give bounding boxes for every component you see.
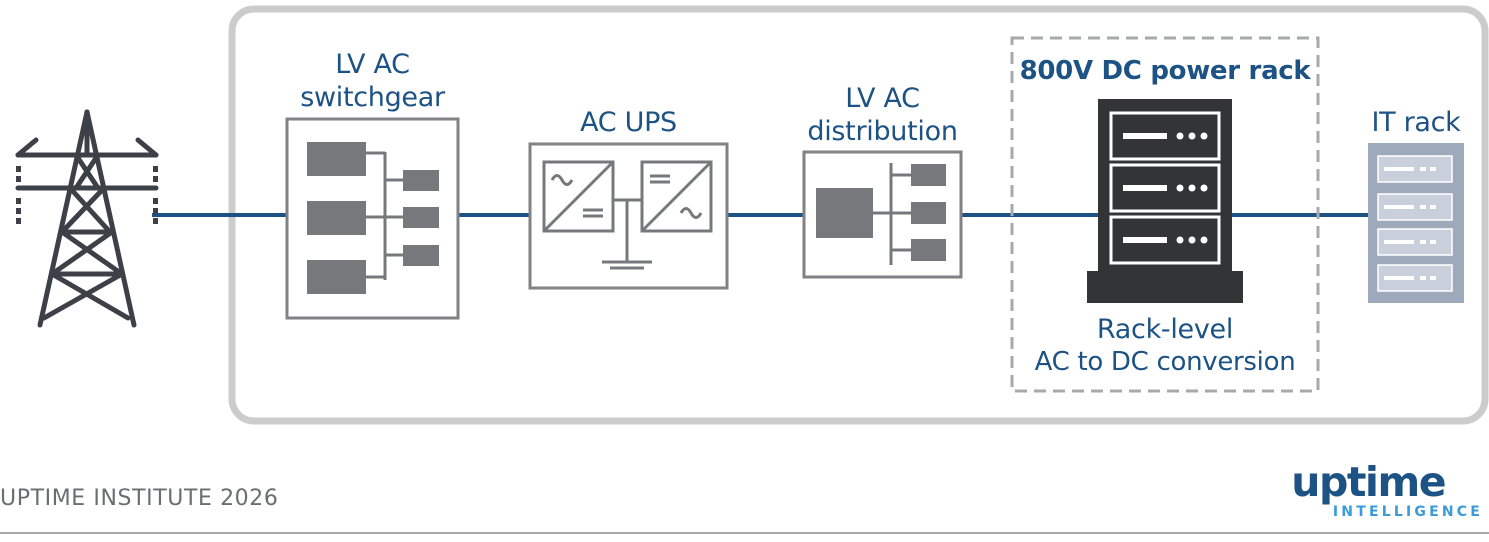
it-rack-label: IT rack (1371, 107, 1461, 138)
ups-label: AC UPS (580, 107, 677, 138)
tower-insulators-icon (16, 166, 158, 224)
switchgear-label-line1: LV AC (335, 49, 410, 80)
rack-level-conversion-label: Rack-level AC to DC conversion (1016, 313, 1314, 379)
dc-power-rack-region (1010, 36, 1320, 393)
distribution-icon (802, 150, 963, 279)
transmission-tower-icon (15, 109, 159, 328)
switchgear-label-line2: switchgear (300, 82, 445, 113)
rack-level-conversion-line1: Rack-level (1096, 314, 1234, 345)
switchgear-icon (285, 117, 460, 320)
logo-sub-text: INTELLIGENCE (1332, 504, 1483, 520)
rack-level-conversion-line2: AC to DC conversion (1034, 347, 1296, 377)
logo-main-text: uptime (1291, 458, 1446, 506)
dc-power-rack-label: 800V DC power rack (1019, 56, 1311, 86)
dc-power-rack-icon (1087, 99, 1243, 303)
uptime-logo: uptime INTELLIGENCE (1291, 458, 1483, 522)
switchgear-label: LV AC switchgear (282, 48, 463, 114)
footer-rule (0, 532, 1489, 534)
distribution-label-line1: LV AC (845, 83, 920, 114)
it-rack-icon (1368, 143, 1464, 303)
distribution-label: LV AC distribution (790, 82, 975, 148)
distribution-label-line2: distribution (807, 116, 958, 147)
ups-icon (528, 142, 729, 290)
footer-credit: UPTIME INSTITUTE 2026 (0, 486, 279, 511)
